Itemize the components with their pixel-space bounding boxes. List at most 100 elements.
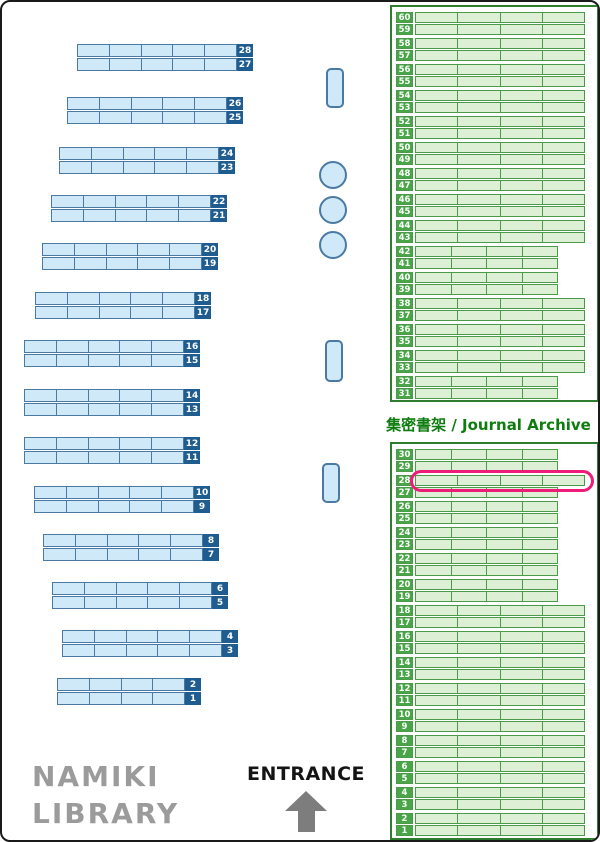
shelf-segment [76,535,108,546]
shelf-segment [543,774,584,783]
archive-shelf-number: 47 [396,180,413,191]
stack-shelf-bar [77,58,237,71]
archive-shelf-number: 12 [396,683,413,694]
archive-shelf-bar [415,168,585,179]
archive-shelf-bar [415,643,585,654]
archive-shelf-number: 26 [396,501,413,512]
shelf-segment [458,155,501,164]
shelf-segment [543,800,584,809]
shelf-segment [458,736,501,745]
archive-shelf-row: 14 [396,657,585,668]
archive-shelf-row: 4 [396,787,585,798]
shelf-segment [452,580,487,589]
shelf-segment [108,549,140,560]
shelf-segment [416,337,459,346]
shelf-segment [458,91,501,100]
shelf-segment [122,693,154,704]
shelf-segment [108,535,140,546]
shelf-segment [501,233,543,242]
shelf-segment [501,814,543,823]
shelf-segment [458,476,501,485]
shelf-segment [452,450,487,459]
shelf-segment [416,13,459,22]
archive-shelf-bar [415,102,585,113]
shelf-segment [205,45,236,56]
archive-shelf-bar [415,24,585,35]
archive-shelf-row: 32 [396,376,558,387]
stack-shelf-row: 24 [59,147,235,160]
archive-shelf-number: 23 [396,539,413,550]
shelf-segment [501,51,543,60]
archive-shelf-number: 59 [396,24,413,35]
shelf-segment [458,51,501,60]
shelf-segment [501,476,543,485]
archive-shelf-number: 22 [396,553,413,564]
archive-shelf-row: 35 [396,336,585,347]
shelf-segment [57,404,89,415]
archive-shelf-number: 40 [396,272,413,283]
archive-shelf-number: 42 [396,246,413,257]
shelf-segment [416,273,452,282]
shelf-segment [190,631,221,642]
stack-shelf-row: 17 [35,306,211,319]
stack-shelf-number: 1 [185,692,201,705]
stack-shelf-bar [62,644,222,657]
shelf-segment [416,658,459,667]
stack-shelf-bar [52,596,212,609]
shelf-segment [163,98,196,109]
shelf-segment [416,39,459,48]
stack-shelf-number: 9 [194,500,210,513]
shelf-segment [487,502,523,511]
shelf-segment [487,450,523,459]
shelf-segment [543,632,584,641]
stack-shelf-bar [67,111,227,124]
stack-shelf-number: 22 [211,195,227,208]
shelf-segment [458,25,501,34]
shelf-segment [458,117,501,126]
entrance-marker: ENTRANCE [240,763,372,832]
shelf-segment [487,514,523,523]
shelf-segment [67,501,99,512]
shelf-segment [543,696,584,705]
shelf-segment [501,800,543,809]
stack-shelf-bar [24,403,184,416]
archive-shelf-bar [415,683,585,694]
stack-shelf-number: 10 [194,486,210,499]
shelf-segment [543,606,584,615]
highlight-ring [410,470,594,492]
shelf-segment [416,103,459,112]
archive-shelf-number: 60 [396,12,413,23]
archive-shelf-bar [415,539,558,550]
shelf-segment [523,592,558,601]
shelf-segment [543,670,584,679]
archive-shelf-row: 15 [396,643,585,654]
archive-shelf-number: 27 [396,487,413,498]
shelf-segment [543,233,584,242]
shelf-segment [416,389,452,398]
shelf-segment [458,363,501,372]
stack-shelf-number: 25 [227,111,243,124]
stack-shelf-bar [52,582,212,595]
archive-shelf-row: 12 [396,683,585,694]
shelf-segment [148,597,181,608]
stack-shelf-number: 23 [219,161,235,174]
shelf-segment [501,25,543,34]
stack-shelf-row: 16 [24,340,200,353]
archive-shelf-number: 43 [396,232,413,243]
archive-shelf-bar [415,773,585,784]
archive-shelf-bar [415,220,585,231]
shelf-segment [543,207,584,216]
archive-shelf-number: 52 [396,116,413,127]
shelf-segment [416,462,452,471]
shelf-segment [78,59,110,70]
shelf-segment [487,377,523,386]
shelf-segment [63,631,95,642]
archive-shelf-row: 56 [396,64,585,75]
shelf-segment [452,514,487,523]
shelf-segment [416,632,459,641]
archive-shelf-bar [415,553,558,564]
shelf-segment [152,390,183,401]
shelf-segment [501,181,543,190]
